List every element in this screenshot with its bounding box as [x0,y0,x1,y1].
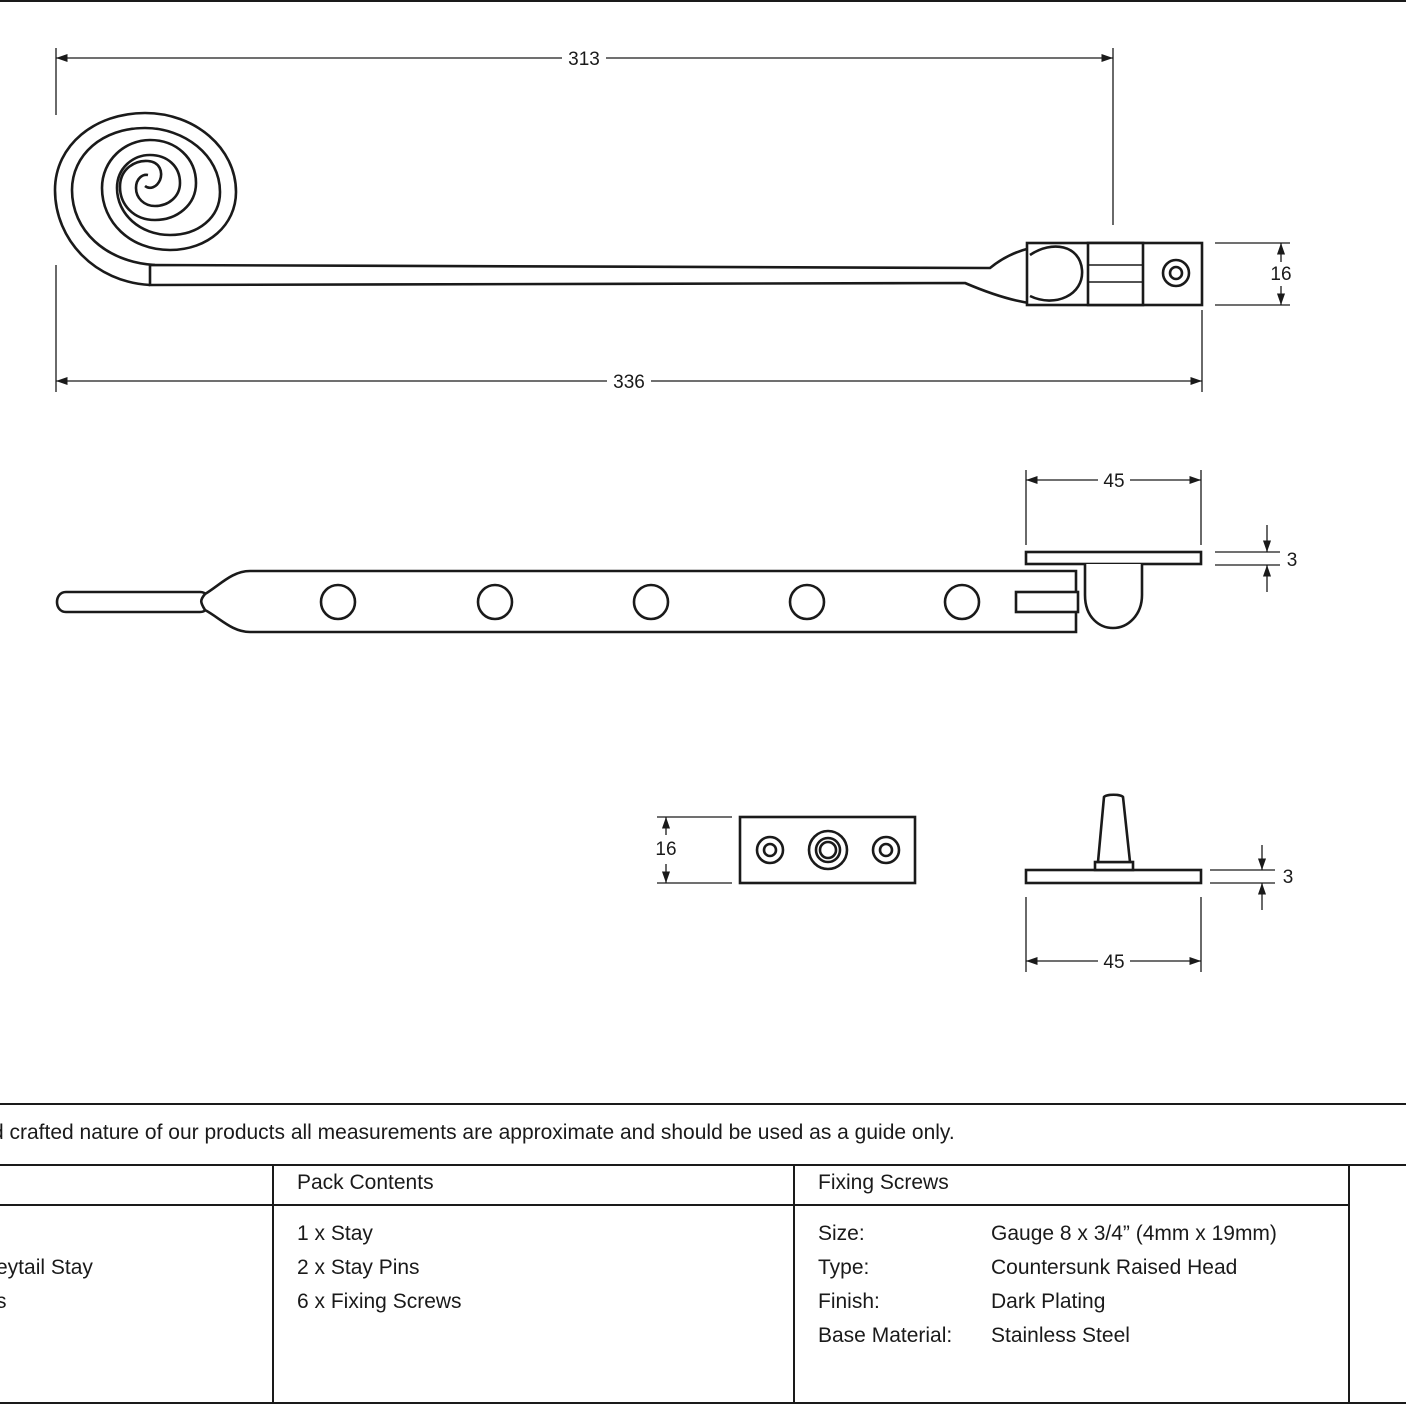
dim-label-45-plate: 45 [1103,952,1124,973]
pack-item-2: 2 x Stay Pins [297,1256,420,1279]
table-col-divider-2 [793,1164,795,1402]
dim-label-45-side: 45 [1103,471,1124,492]
dimension-16-top: 16 [1215,242,1292,306]
stay-pin [1096,793,1132,864]
dimension-45-side: 45 [1025,470,1202,545]
screw-type-label: Type: [818,1256,870,1279]
screw-size-label: Size: [818,1222,865,1245]
dim-label-313: 313 [568,49,600,70]
spec-top-rule [0,1103,1406,1105]
scroll-inner-edge [70,126,222,267]
screw-material-label: Base Material: [818,1324,953,1347]
dimension-3-side: 3 [1215,525,1297,592]
dimension-336: 336 [55,265,1203,393]
pin-hole-2 [476,583,514,621]
screw-type-value: Countersunk Raised Head [991,1256,1238,1279]
description-line-1: eytail Stay [0,1256,93,1279]
hinge-knuckle [1029,245,1084,302]
dim-label-16-plate: 16 [655,839,676,860]
table-header-rule [0,1204,1349,1206]
pack-item-1: 1 x Stay [297,1222,373,1245]
screw-finish-label: Finish: [818,1290,880,1313]
dim-label-16-top: 16 [1270,264,1291,285]
screw-material-value: Stainless Steel [991,1324,1130,1347]
dim-label-336: 336 [613,372,645,393]
technical-drawing: 313 336 16 45 [53,48,1297,973]
pin-hole-1 [319,583,357,621]
spec-section: d crafted nature of our products all mea… [0,1103,1406,1406]
page-top-border [0,0,1406,2]
side-bracket-hook [1083,564,1144,630]
pack-contents-header: Pack Contents [297,1171,434,1194]
pin-hole-5 [943,583,981,621]
side-view [55,550,1203,634]
side-bracket-plate [1024,550,1203,566]
table-top-rule [0,1164,1406,1166]
dimension-16-plate: 16 [655,816,732,884]
pin-hole-3 [632,583,670,621]
hinge-slot-block [1086,241,1145,307]
end-slot [1014,590,1080,614]
stay-arm [148,244,1086,306]
top-view [53,111,1204,307]
stay-tail [55,590,211,614]
dim-label-3-side: 3 [1287,550,1298,571]
pin-plate-top-view [738,815,917,885]
scroll-curl [53,111,238,287]
table-col-divider-1 [272,1164,274,1402]
pack-item-3: 6 x Fixing Screws [297,1290,462,1313]
pin-plate-side-view [1024,793,1203,885]
screw-size-value: Gauge 8 x 3/4” (4mm x 19mm) [991,1222,1277,1245]
dim-label-3-plate: 3 [1283,867,1294,888]
description-line-2: s [0,1290,7,1313]
dimension-313: 313 [55,48,1114,225]
table-col-divider-3 [1348,1164,1350,1402]
dimension-45-plate: 45 [1025,897,1202,973]
fixing-screws-header: Fixing Screws [818,1171,949,1194]
dimension-3-plate: 3 [1210,845,1293,910]
pin-hole-4 [788,583,826,621]
table-bottom-rule [0,1402,1406,1404]
pin-plate-base [1024,868,1203,885]
screw-finish-value: Dark Plating [991,1290,1106,1313]
disclaimer-text: d crafted nature of our products all mea… [0,1121,955,1144]
